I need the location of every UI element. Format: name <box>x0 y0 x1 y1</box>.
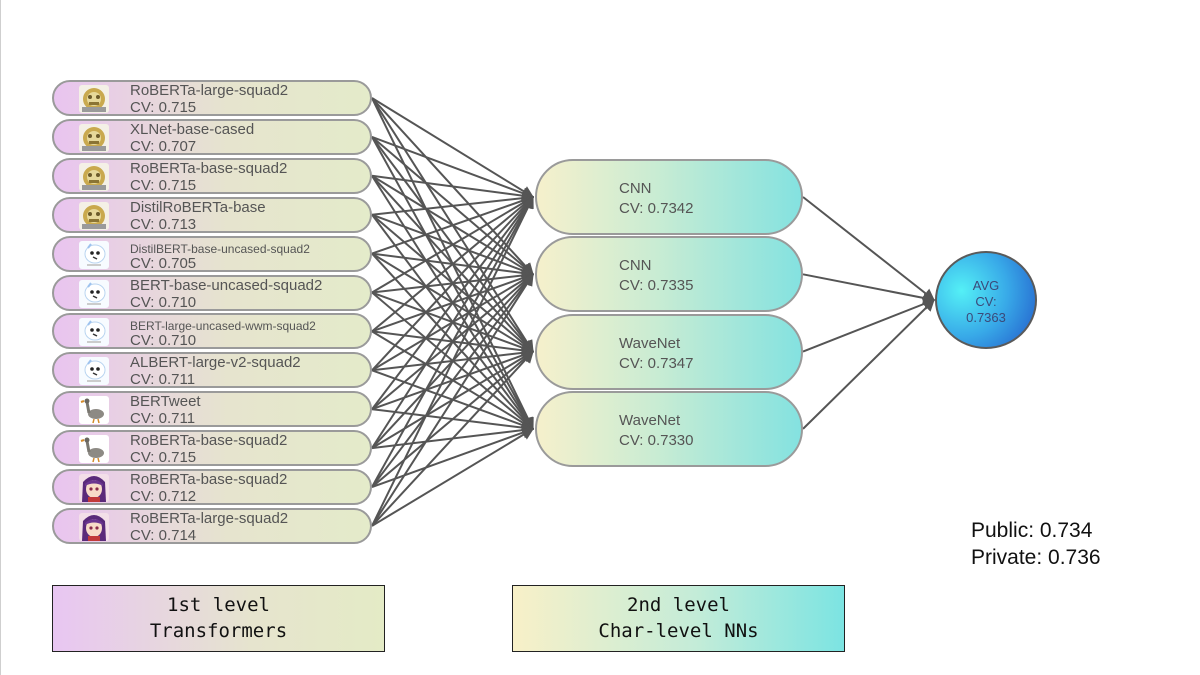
level2-model-node: CNN CV: 0.7335 <box>535 236 803 313</box>
level1-to-level2-connector <box>371 194 535 255</box>
public-score: Public: 0.734 <box>971 519 1093 542</box>
level1-model-name: RoBERTa-large-squad2 <box>130 509 289 527</box>
level1-to-level2-connector <box>371 273 534 488</box>
white-character-icon <box>79 357 109 386</box>
level2-to-avg-connector <box>802 273 936 304</box>
level1-model-name: XLNet-base-cased <box>130 120 255 138</box>
robot-face-icon <box>79 85 109 113</box>
legend-level1-subtitle: Transformers <box>149 620 288 642</box>
anime-girl-icon <box>79 474 109 502</box>
level1-to-level2-connector <box>371 192 535 216</box>
level1-to-level2-connector <box>371 195 534 527</box>
level1-model-cv: CV: 0.710 <box>130 293 197 311</box>
level1-model-cv: CV: 0.711 <box>130 371 196 389</box>
level1-model-name: BERTweet <box>130 393 201 411</box>
level1-to-level2-connector <box>371 428 535 527</box>
level1-model-name: RoBERTa-base-squad2 <box>130 432 288 450</box>
legend-level1: 1st level Transformers <box>52 585 385 652</box>
level1-model-name: ALBERT-large-v2-squad2 <box>130 354 301 372</box>
goose-icon <box>79 435 109 464</box>
white-character-icon <box>79 279 109 308</box>
level2-model-name: WaveNet <box>619 334 681 352</box>
level2-to-avg-connector <box>802 298 936 353</box>
level1-to-level2-connector <box>371 350 534 488</box>
level2-model-cv: CV: 0.7330 <box>619 431 694 449</box>
level1-model-cv: CV: 0.711 <box>130 410 196 428</box>
goose-icon <box>79 396 109 425</box>
private-score: Private: 0.736 <box>971 546 1101 569</box>
level1-model-cv: CV: 0.705 <box>130 254 197 272</box>
legend-level1-title: 1st level <box>167 594 270 616</box>
level1-model-cv: CV: 0.714 <box>130 526 197 544</box>
level1-model-name: RoBERTa-base-squad2 <box>130 159 288 177</box>
robot-face-icon <box>79 123 109 152</box>
level1-model-name: DistilBERT-base-uncased-squad2 <box>130 241 310 256</box>
level1-to-level2-connector <box>371 196 534 410</box>
level1-to-level2-connector <box>371 350 534 527</box>
legend-level2-subtitle: Char-level NNs <box>598 620 759 642</box>
level1-to-level2-connector <box>371 273 534 527</box>
level1-model-cv: CV: 0.712 <box>130 488 197 505</box>
level1-model-name: BERT-large-uncased-wwm-squad2 <box>130 319 316 334</box>
legend-level2: 2nd level Char-level NNs <box>512 585 845 652</box>
level1-model-cv: CV: 0.715 <box>130 176 197 194</box>
left-frame-line <box>0 0 1 675</box>
level1-model-name: BERT-base-uncased-squad2 <box>130 276 323 294</box>
level1-model-cv: CV: 0.713 <box>130 215 197 233</box>
robot-face-icon <box>79 201 109 230</box>
level1-to-level2-connector <box>371 195 534 449</box>
level2-to-avg-connector <box>802 196 935 301</box>
level2-to-avg-connector <box>802 299 935 430</box>
level1-to-level2-connector <box>371 426 535 488</box>
level1-to-level2-connector <box>371 196 535 294</box>
level1-to-level2-connector <box>371 174 535 202</box>
level2-model-name: CNN <box>619 257 652 275</box>
level1-model-cv: CV: 0.707 <box>130 137 197 155</box>
robot-face-icon <box>79 162 109 191</box>
level1-model-cv: CV: 0.715 <box>130 449 197 467</box>
level1-model-name: DistilRoBERTa-base <box>130 198 266 216</box>
leaderboard-scores: Public: 0.734 Private: 0.736 <box>971 517 1101 571</box>
level2-model-cv: CV: 0.7335 <box>619 277 694 295</box>
anime-girl-icon <box>79 512 109 541</box>
level2-model-name: CNN <box>619 180 652 197</box>
avg-node: AVG CV: 0.7363 <box>935 251 1037 349</box>
legend-level2-title: 2nd level <box>627 594 730 616</box>
white-character-icon <box>79 318 109 347</box>
avg-cv-value: 0.7363 <box>966 310 1006 325</box>
level1-model-cv: CV: 0.715 <box>130 99 197 116</box>
avg-label: AVG <box>972 278 1000 293</box>
level2-model-cv: CV: 0.7347 <box>619 354 694 372</box>
level1-to-level2-connector <box>371 97 535 198</box>
level2-model-node: CNN CV: 0.7342 <box>535 159 803 235</box>
level1-model-name: RoBERTa-base-squad2 <box>130 471 288 488</box>
level2-model-name: WaveNet <box>619 411 681 429</box>
avg-cv-label: CV: <box>975 294 997 309</box>
white-character-icon <box>79 240 109 269</box>
level1-to-level2-connector <box>371 196 534 333</box>
level1-to-level2-connector <box>371 196 534 371</box>
level1-to-level2-connector <box>371 195 534 488</box>
level1-model-name: RoBERTa-large-squad2 <box>130 82 289 99</box>
level2-model-cv: CV: 0.7342 <box>619 200 694 217</box>
level1-to-level2-connector <box>371 135 535 199</box>
level1-model-cv: CV: 0.710 <box>130 332 197 350</box>
